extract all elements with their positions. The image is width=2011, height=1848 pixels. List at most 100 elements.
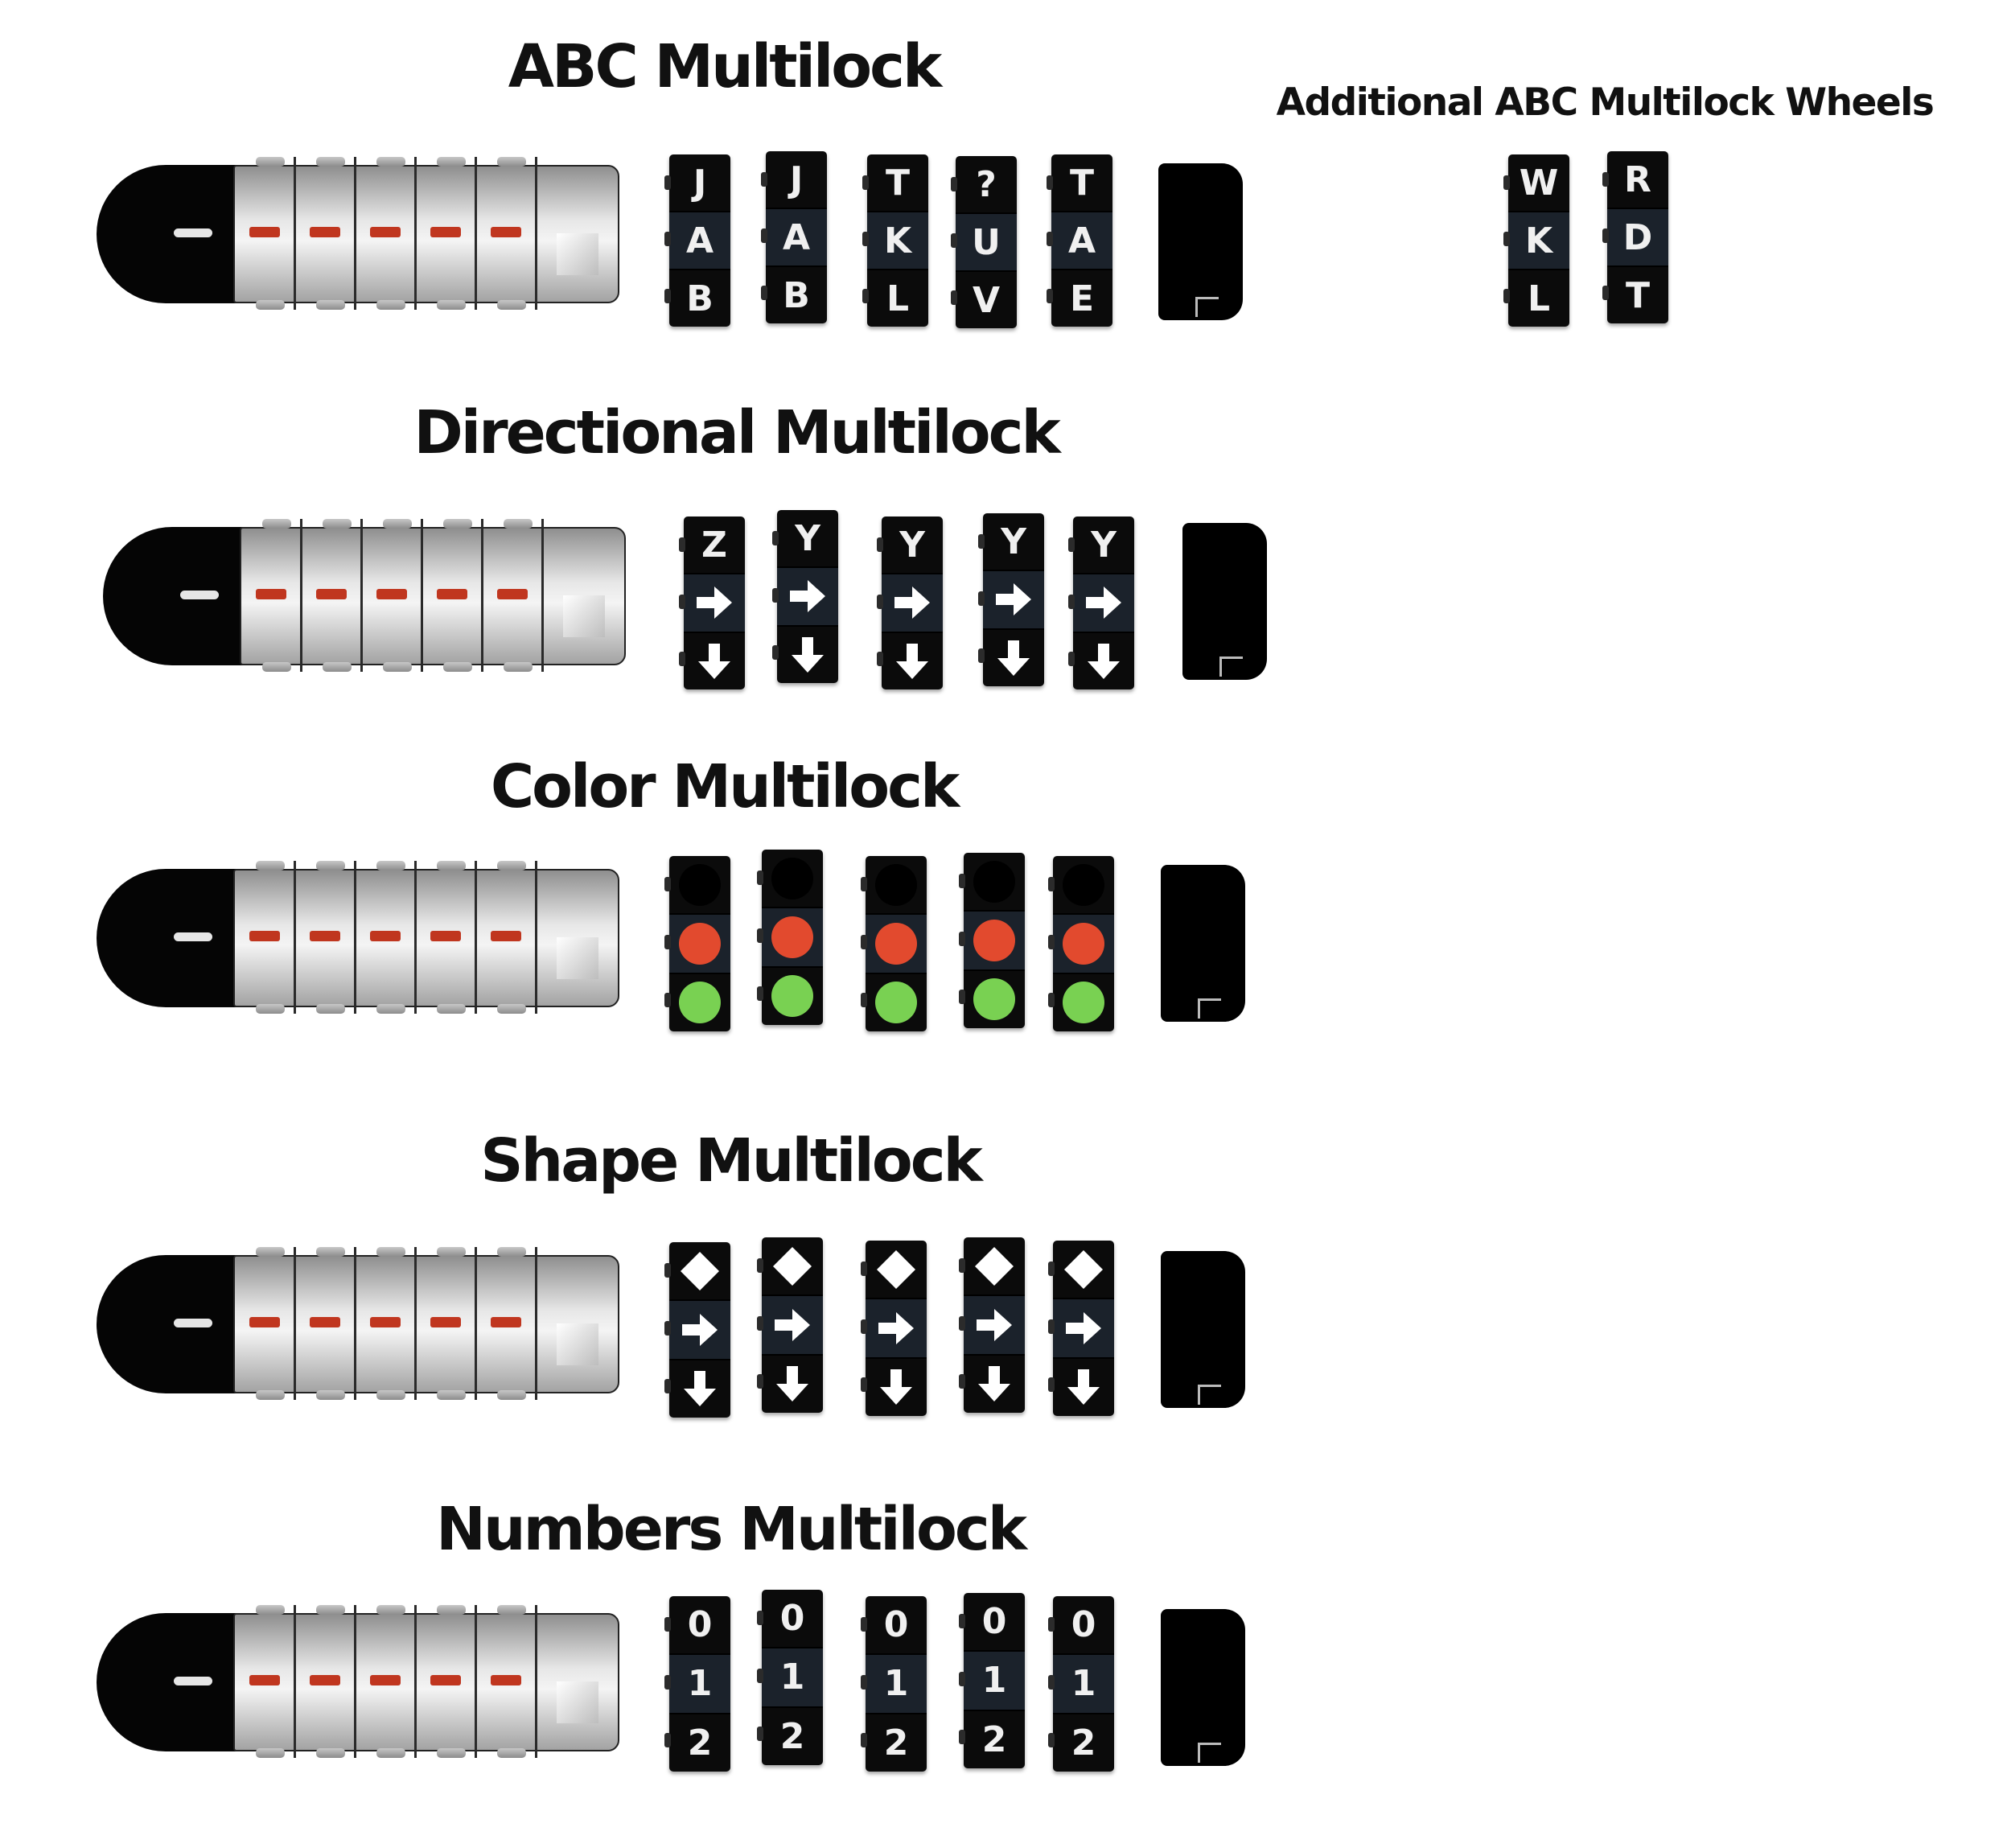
lock-knob [437,1247,466,1257]
lock-ridge [475,1247,477,1400]
lock-ridge [475,1605,477,1758]
wheel-symbol: E [1069,278,1095,319]
wheel-notch [679,537,685,552]
shape-lock-body[interactable] [97,1247,619,1400]
wheel-symbol [866,974,927,1031]
wheel-notch [1068,652,1075,666]
color-wheel-2[interactable] [757,850,823,1025]
wheel-notch [757,1258,763,1273]
wheel-notch [757,870,763,885]
wheel-notch [959,1672,965,1686]
directional-wheel-5[interactable]: Y [1068,517,1134,689]
wheel-notch [757,1374,763,1389]
wheel-notch [1503,175,1510,190]
lock-knob [256,1748,285,1758]
color-wheel-5[interactable] [1048,856,1114,1031]
shape-wheel-3[interactable] [861,1241,927,1416]
shape-wheel-4[interactable] [959,1237,1025,1413]
wheel-selected-symbol [983,570,1044,630]
key-slot-icon [174,228,212,237]
color-wheel-4[interactable] [959,853,1025,1028]
wheel-notch [679,595,685,609]
color-lock-body[interactable] [97,861,619,1014]
directional-wheel-4[interactable]: Y [978,513,1044,686]
wheel-symbol [1053,856,1114,913]
directional-wheel-3[interactable]: Y [877,517,943,689]
dial-marker-icon [249,1675,280,1685]
dial-marker-icon [491,1317,521,1327]
lock-knob [262,662,291,672]
dial-marker-icon [430,1675,461,1685]
latch-tab-icon [1198,1385,1221,1405]
numbers-lock-body[interactable] [97,1605,619,1758]
red-dot-icon [679,922,721,965]
wheel-symbol [669,856,730,913]
wheel-symbol [669,1360,730,1418]
wheel-notch [1068,595,1075,609]
shape-wheel-5[interactable] [1048,1241,1114,1416]
green-dot-icon [771,975,813,1018]
wheel-notch [757,1669,763,1683]
wheel-notch [959,1258,965,1273]
wheel-selected-symbol [964,910,1025,971]
abc-lock-body[interactable] [97,157,619,310]
lock-barrel [233,1613,619,1751]
down-arrow-icon [1088,643,1120,679]
wheel-notch [1047,175,1053,190]
lock-knob [437,1605,466,1615]
wheel-notch [861,1377,867,1392]
directional-wheel-2[interactable]: Y [772,510,838,683]
wheel-symbol: W [1519,162,1559,204]
down-arrow-icon [896,643,928,679]
lock-knob [437,300,466,310]
wheel-symbol [762,1237,823,1294]
down-arrow-icon [776,1366,808,1402]
wheel-symbol [762,968,823,1025]
red-dot-icon [973,919,1015,961]
lock-knob [376,1390,405,1400]
wheel-symbol: Z [701,524,727,566]
directional-wheel-1[interactable]: Z [679,517,745,689]
color-wheel-1[interactable] [664,856,730,1031]
lock-knob [376,1004,405,1014]
dial-marker-icon [310,227,340,237]
wheel-symbol [762,1356,823,1413]
lock-knob [497,861,526,870]
wheel-notch [1503,232,1510,246]
color-wheel-3[interactable] [861,856,927,1031]
lock-latch [563,595,605,637]
wheel-selected-symbol [1053,913,1114,974]
wheel-notch [1602,172,1609,187]
lock-ridge [535,1247,537,1400]
shape-wheel-1[interactable] [664,1242,730,1418]
shape-wheel-2[interactable] [757,1237,823,1413]
wheel-symbol: 2 [981,1718,1007,1760]
lock-ridge [360,519,363,672]
wheel-notch [1048,1377,1055,1392]
lock-knob [383,662,412,672]
lock-ridge [421,519,423,672]
wheel-symbol [964,971,1025,1028]
numbers-lock-end-cap [1161,1609,1245,1766]
abc-multilock-title: ABC Multilock [508,32,942,101]
wheel-symbol: Y [1091,524,1117,566]
black-dot-icon [875,863,917,906]
wheel-notch [664,1263,671,1278]
dial-marker-icon [370,227,401,237]
shape-lock-end-cap [1161,1251,1245,1408]
right-arrow-icon [1066,1311,1101,1344]
lock-knob [376,1748,405,1758]
directional-lock-body[interactable] [103,519,626,672]
